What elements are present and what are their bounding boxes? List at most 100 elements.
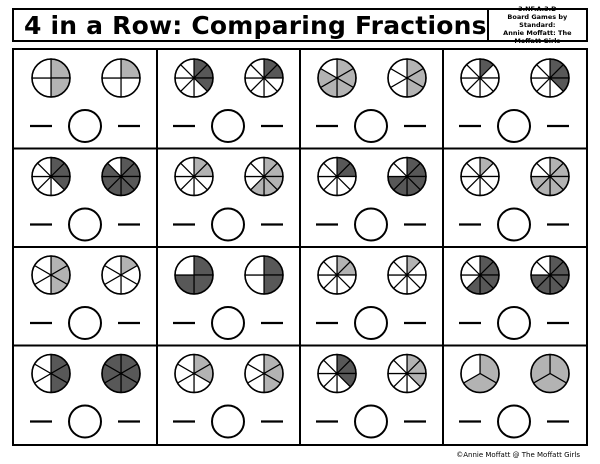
fraction-circle-outline bbox=[460, 58, 500, 98]
game-card[interactable] bbox=[316, 58, 427, 143]
comparison-symbol-circle[interactable] bbox=[68, 306, 102, 340]
fraction-circle-right bbox=[101, 255, 141, 295]
fraction-circle-left bbox=[174, 353, 214, 394]
fraction-circle-left bbox=[317, 156, 357, 197]
fraction-circle-left bbox=[460, 58, 500, 98]
comparison-symbol-circle[interactable] bbox=[497, 404, 531, 439]
fraction-circle-right bbox=[101, 58, 141, 98]
comparison-symbol-circle[interactable] bbox=[354, 306, 388, 340]
fraction-circle-left bbox=[31, 156, 71, 197]
fraction-circle-outline bbox=[317, 353, 357, 394]
fraction-circle-outline bbox=[174, 58, 214, 98]
game-card[interactable] bbox=[173, 58, 284, 143]
fraction-circle-outline bbox=[31, 156, 71, 197]
comparison-symbol-circle[interactable] bbox=[497, 109, 531, 143]
game-card[interactable] bbox=[30, 255, 141, 340]
game-card[interactable] bbox=[316, 156, 427, 242]
comparison-symbol-circle[interactable] bbox=[497, 306, 531, 340]
fraction-circle-outline bbox=[387, 255, 427, 295]
comparison-symbol-circle[interactable] bbox=[211, 207, 245, 242]
fraction-circle-outline bbox=[530, 58, 570, 98]
page-title: 4 in a Row: Comparing Fractions bbox=[24, 10, 487, 40]
fraction-circle-left bbox=[460, 156, 500, 197]
fraction-circle-left bbox=[31, 353, 71, 394]
comparison-symbol-circle[interactable] bbox=[354, 207, 388, 242]
game-card[interactable] bbox=[173, 156, 284, 242]
fraction-circle-outline bbox=[530, 353, 570, 394]
fraction-circle-outline bbox=[244, 58, 284, 98]
game-card[interactable] bbox=[173, 255, 284, 340]
comparison-symbol-circle[interactable] bbox=[354, 404, 388, 439]
game-card[interactable] bbox=[316, 353, 427, 439]
comparison-symbol-circle[interactable] bbox=[354, 109, 388, 143]
info-box: 3.NF.A.3.D Board Games by Standard: Anni… bbox=[486, 5, 586, 45]
fraction-circle-outline bbox=[387, 156, 427, 197]
fraction-circle-right bbox=[244, 353, 284, 394]
fraction-circle-outline bbox=[317, 255, 357, 295]
fraction-circle-outline bbox=[174, 353, 214, 394]
comparison-symbol-circle[interactable] bbox=[497, 207, 531, 242]
title-banner: 4 in a Row: Comparing Fractions 3.NF.A.3… bbox=[12, 5, 588, 45]
comparison-symbol-circle[interactable] bbox=[68, 109, 102, 143]
comparison-symbol-circle[interactable] bbox=[68, 207, 102, 242]
game-card[interactable] bbox=[459, 353, 570, 439]
series-label: Board Games by Standard: bbox=[507, 13, 568, 29]
fraction-circle-right bbox=[244, 156, 284, 197]
comparison-symbol-circle[interactable] bbox=[68, 404, 102, 439]
fraction-circle-right bbox=[387, 255, 427, 295]
fraction-circle-outline bbox=[387, 58, 427, 98]
fraction-circle-right bbox=[387, 58, 427, 98]
fraction-circle-outline bbox=[460, 353, 500, 394]
fraction-circle-left bbox=[174, 156, 214, 197]
fraction-circle-outline bbox=[530, 255, 570, 295]
fraction-circle-left bbox=[174, 255, 214, 295]
standard-label: 3.NF.A.3.D bbox=[518, 5, 557, 13]
game-card[interactable] bbox=[316, 255, 427, 340]
game-card[interactable] bbox=[30, 58, 141, 143]
fraction-circle-outline bbox=[31, 353, 71, 394]
game-card[interactable] bbox=[173, 353, 284, 439]
author-label: Annie Moffatt: The Moffatt Girls bbox=[503, 29, 572, 45]
fraction-circle-outline bbox=[244, 353, 284, 394]
comparison-symbol-circle[interactable] bbox=[211, 109, 245, 143]
fraction-circle-outline bbox=[317, 58, 357, 98]
game-card[interactable] bbox=[459, 156, 570, 242]
game-card[interactable] bbox=[30, 156, 141, 242]
fraction-circle-outline bbox=[460, 255, 500, 295]
game-card[interactable] bbox=[459, 58, 570, 143]
fraction-circle-outline bbox=[244, 255, 284, 295]
fraction-circle-right bbox=[244, 58, 284, 98]
fraction-circle-outline bbox=[174, 156, 214, 197]
fraction-circle-right bbox=[530, 58, 570, 98]
fraction-circle-outline bbox=[460, 156, 500, 197]
game-board bbox=[12, 48, 588, 446]
fraction-circle-outline bbox=[101, 58, 141, 98]
fraction-circle-right bbox=[101, 353, 141, 394]
fraction-circle-outline bbox=[174, 255, 214, 295]
fraction-circle-outline bbox=[101, 353, 141, 394]
fraction-circle-right bbox=[387, 353, 427, 394]
fraction-circle-outline bbox=[31, 255, 71, 295]
fraction-circle-right bbox=[530, 255, 570, 295]
comparison-symbol-circle[interactable] bbox=[211, 306, 245, 340]
footer-credit: ©Annie Moffatt @ The Moffatt Girls bbox=[456, 451, 580, 459]
fraction-circle-left bbox=[317, 353, 357, 394]
fraction-circle-outline bbox=[244, 156, 284, 197]
comparison-symbol-circle[interactable] bbox=[211, 404, 245, 439]
game-card[interactable] bbox=[459, 255, 570, 340]
fraction-circle-outline bbox=[387, 353, 427, 394]
game-board-grid bbox=[14, 50, 586, 444]
game-card[interactable] bbox=[30, 353, 141, 439]
fraction-circle-right bbox=[387, 156, 427, 197]
fraction-circle-outline bbox=[317, 156, 357, 197]
fraction-circle-left bbox=[460, 353, 500, 394]
fraction-circle-left bbox=[174, 58, 214, 98]
fraction-circle-left bbox=[31, 58, 71, 98]
fraction-circle-right bbox=[101, 156, 141, 197]
fraction-circle-right bbox=[530, 353, 570, 394]
fraction-circle-right bbox=[244, 255, 284, 295]
fraction-circle-outline bbox=[101, 255, 141, 295]
fraction-circle-left bbox=[31, 255, 71, 295]
fraction-circle-right bbox=[530, 156, 570, 197]
fraction-circle-left bbox=[317, 58, 357, 98]
